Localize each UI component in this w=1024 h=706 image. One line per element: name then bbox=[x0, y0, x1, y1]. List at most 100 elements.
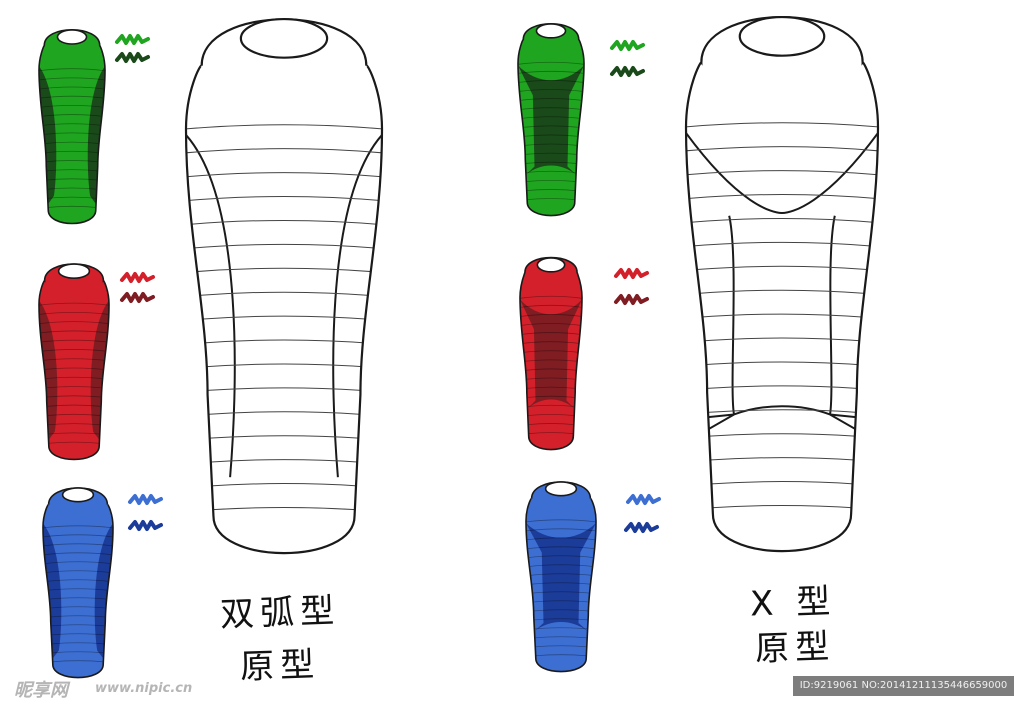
red-swatch-dark bbox=[120, 292, 155, 303]
x-green-swatch-dark bbox=[610, 66, 645, 77]
x-type-red-bag bbox=[519, 256, 583, 451]
double-arc-large-bag-outline bbox=[184, 18, 384, 555]
green-swatch-dark bbox=[115, 52, 150, 63]
x-red-swatch-dark bbox=[614, 294, 649, 305]
x-type-large-bag-hood-opening bbox=[738, 15, 826, 57]
double-arc-large-bag-baffle-line bbox=[186, 196, 382, 203]
double-arc-large-bag-body bbox=[186, 19, 382, 554]
watermark-logo: 昵享网 bbox=[14, 680, 68, 701]
x-type-blue-bag-outline bbox=[525, 481, 597, 673]
double-arc-blue-bag-baffle-line bbox=[43, 543, 113, 547]
x-type-green-bag-baffle-line bbox=[518, 70, 584, 75]
x-type-large-bag-right-rail bbox=[829, 215, 836, 415]
x-type-red-bag-baffle-line bbox=[520, 304, 582, 309]
double-arc-large-bag-hood-opening bbox=[239, 17, 329, 59]
double-arc-subtitle: 原型 bbox=[239, 644, 321, 688]
double-arc-blue-bag bbox=[42, 487, 114, 679]
x-type-blue-bag bbox=[525, 481, 597, 673]
double-arc-large-bag-right-arc bbox=[332, 134, 382, 478]
x-type-large-bag-baffle-line bbox=[686, 289, 878, 296]
x-type-blue-bag-baffle-line bbox=[526, 537, 596, 541]
double-arc-large-bag-baffle-line bbox=[186, 243, 382, 250]
double-arc-large-bag-baffle-line bbox=[186, 219, 382, 226]
x-type-red-bag-hood-opening bbox=[536, 257, 566, 273]
double-arc-title: 双弧型 bbox=[219, 590, 341, 636]
x-type-green-bag-baffle-line bbox=[518, 80, 584, 84]
x-type-green-bag-baffle-line bbox=[518, 61, 584, 66]
x-type-large-bag-chest-v bbox=[686, 132, 878, 215]
double-arc-red-bag-baffle-line bbox=[39, 339, 109, 344]
x-type-large-bag-baffle-line bbox=[686, 217, 878, 224]
x-type-red-bag-outline bbox=[519, 256, 583, 451]
double-arc-green-bag bbox=[38, 29, 106, 225]
x-type-blue-bag-x-panel bbox=[526, 523, 596, 631]
double-arc-green-bag-baffle-line bbox=[39, 68, 105, 72]
x-type-large-bag-baffle-line bbox=[686, 265, 878, 272]
x-type-green-bag-baffle-line bbox=[518, 98, 584, 102]
x-blue-swatch-light bbox=[626, 494, 661, 505]
red-swatch-light bbox=[120, 272, 155, 283]
image-id-bar: ID:9219061 NO:20141211135446659000 bbox=[793, 676, 1014, 696]
green-swatch-light bbox=[115, 34, 150, 45]
double-arc-red-bag-baffle-line bbox=[39, 302, 109, 307]
double-arc-blue-bag-hood-opening bbox=[61, 487, 95, 503]
double-arc-blue-bag-baffle-line bbox=[43, 561, 113, 565]
double-arc-green-bag-baffle-line bbox=[39, 95, 105, 100]
double-arc-large-bag bbox=[184, 17, 384, 555]
x-type-large-bag-baffle-line bbox=[686, 170, 878, 177]
double-arc-blue-bag-baffle-line bbox=[43, 534, 113, 538]
double-arc-blue-bag-baffle-line bbox=[43, 552, 113, 556]
x-type-green-bag-hood-opening bbox=[535, 23, 567, 39]
double-arc-green-bag-hood-opening bbox=[56, 29, 88, 45]
x-green-swatch-light bbox=[610, 40, 645, 51]
double-arc-large-bag-left-arc bbox=[186, 134, 236, 478]
x-type-large-bag-outline bbox=[684, 16, 880, 553]
x-red-swatch-light bbox=[614, 268, 649, 279]
x-type-title: X 型 bbox=[749, 581, 837, 625]
double-arc-red-bag-outline bbox=[38, 263, 110, 461]
double-arc-blue-bag-baffle-line bbox=[43, 525, 113, 529]
x-type-large-bag-baffle-line bbox=[686, 241, 878, 248]
blue-swatch-light bbox=[128, 494, 163, 505]
double-arc-large-bag-baffle-line bbox=[186, 267, 382, 274]
double-arc-large-bag-baffle-line bbox=[186, 291, 382, 298]
x-type-red-bag-baffle-line bbox=[520, 295, 582, 300]
x-type-blue-bag-baffle-line bbox=[526, 546, 596, 550]
double-arc-green-bag-baffle-line bbox=[39, 77, 105, 81]
x-type-green-bag-outline bbox=[517, 23, 585, 217]
double-arc-red-bag-baffle-line bbox=[39, 321, 109, 325]
double-arc-large-bag-baffle-line bbox=[186, 172, 382, 179]
double-arc-green-bag-outline bbox=[38, 29, 106, 225]
double-arc-red-bag-baffle-line bbox=[39, 312, 109, 316]
x-type-large-bag bbox=[684, 15, 880, 553]
x-type-blue-bag-baffle-line bbox=[526, 528, 596, 532]
double-arc-green-bag-baffle-line bbox=[39, 105, 105, 109]
x-type-blue-bag-baffle-line bbox=[526, 519, 596, 523]
x-type-blue-bag-baffle-line bbox=[526, 555, 596, 559]
double-arc-red-bag-baffle-line bbox=[39, 330, 109, 334]
x-blue-swatch-dark bbox=[624, 522, 659, 533]
x-type-blue-bag-hood-opening bbox=[544, 481, 578, 497]
x-type-large-bag-baffle-line bbox=[686, 194, 878, 201]
x-type-green-bag-x-panel bbox=[518, 65, 584, 175]
double-arc-blue-bag-outline bbox=[42, 487, 114, 679]
x-type-large-bag-left-rail bbox=[728, 215, 735, 415]
x-type-subtitle: 原型 bbox=[754, 626, 836, 670]
double-arc-large-bag-baffle-line bbox=[186, 124, 382, 131]
x-type-large-bag-baffle-line bbox=[686, 122, 878, 129]
x-type-large-bag-body bbox=[686, 17, 878, 552]
x-type-large-bag-baffle-line bbox=[686, 146, 878, 153]
x-type-red-bag-baffle-line bbox=[520, 314, 582, 318]
watermark-url: www.nipic.cn bbox=[95, 681, 193, 696]
x-type-red-bag-x-panel bbox=[520, 299, 582, 409]
double-arc-large-bag-baffle-line bbox=[186, 148, 382, 155]
x-type-red-bag-baffle-line bbox=[520, 332, 582, 336]
x-type-red-bag-baffle-line bbox=[520, 323, 582, 327]
blue-swatch-dark bbox=[128, 520, 163, 531]
double-arc-red-bag-hood-opening bbox=[57, 263, 91, 279]
x-type-green-bag bbox=[517, 23, 585, 217]
x-type-large-bag-foot-v bbox=[695, 405, 869, 438]
x-type-green-bag-baffle-line bbox=[518, 89, 584, 93]
double-arc-red-bag bbox=[38, 263, 110, 461]
double-arc-green-bag-baffle-line bbox=[39, 86, 105, 90]
